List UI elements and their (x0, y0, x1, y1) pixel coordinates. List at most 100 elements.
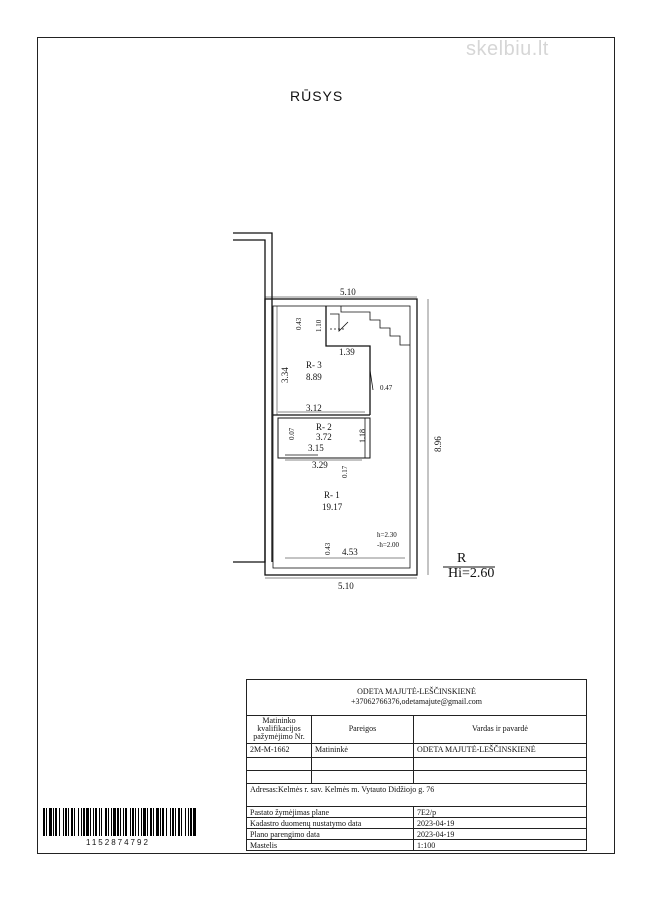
row-label: Plano parengimo data (247, 829, 414, 839)
barcode-bar (160, 808, 161, 836)
barcode-bar (95, 808, 97, 836)
dim-r2-bottom-label: 3.29 (312, 460, 328, 470)
row-label: Pastato žymėjimas plane (247, 807, 414, 817)
stairs-outline (325, 306, 371, 415)
barcode (43, 808, 196, 836)
row-value: 2023-04-19 (417, 819, 455, 828)
dim-r1-bottom-label: 4.53 (342, 547, 358, 557)
table-row: Plano parengimo data 2023-04-19 (247, 829, 586, 840)
barcode-bar (53, 808, 54, 836)
barcode-bar (166, 808, 167, 836)
drawing-frame (37, 37, 615, 854)
barcode-bar (147, 808, 148, 836)
barcode-bar (93, 808, 94, 836)
left-wall-outer (233, 232, 273, 562)
barcode-bar (71, 808, 73, 836)
barcode-bar (181, 808, 182, 836)
scale-letter: R (457, 551, 467, 566)
row-value: 1:100 (417, 841, 436, 850)
address-row: Adresas:Kelmės r. sav. Kelmės m. Vytauto… (247, 784, 586, 807)
barcode-bar (86, 808, 89, 836)
barcode-bar (138, 808, 139, 836)
dim-stair-top-label: 0.43 (295, 317, 303, 330)
barcode-bar (143, 808, 146, 836)
room-r3-code: R- 3 (306, 360, 322, 370)
row-label: Kadastro duomenų nustatymo data (247, 818, 414, 828)
watermark: skelbiu.lt (466, 38, 549, 60)
room-r2 (277, 417, 371, 459)
dim-top-label: 5.10 (340, 287, 356, 297)
barcode-bar (188, 808, 189, 836)
barcode-bar (162, 808, 164, 836)
barcode-bar (63, 808, 64, 836)
dim-r2-width-label: 3.15 (308, 443, 324, 453)
person-value: ODETA MAJUTĖ-LEŠČINSKIENĖ (417, 745, 536, 754)
barcode-bar (65, 808, 67, 836)
barcode-bar (99, 808, 100, 836)
stairs-steps (340, 306, 410, 346)
barcode-bar (68, 808, 69, 836)
barcode-bar (43, 808, 45, 836)
table-row: Kadastro duomenų nustatymo data 2023-04-… (247, 818, 586, 829)
height-note-2: -h=2.00 (377, 541, 400, 549)
barcode-bar (105, 808, 107, 836)
r3-door-mark (369, 369, 374, 391)
room-r3-area: 8.89 (306, 372, 322, 382)
dim-r1-door-label: 0.17 (341, 465, 349, 478)
room-r1-area: 19.17 (322, 502, 343, 512)
height-note-1: h=2.30 (377, 531, 397, 539)
barcode-bar (156, 808, 159, 836)
barcode-bar (172, 808, 174, 836)
barcode-bar (123, 808, 124, 836)
barcode-bar (153, 808, 154, 836)
row-value: 2023-04-19 (417, 830, 455, 839)
barcode-bar (125, 808, 127, 836)
barcode-bar (141, 808, 142, 836)
room-r2-code: R- 2 (316, 422, 332, 432)
col-cert: Matininko kvalifikacijos pažymėjimo Nr. (247, 716, 312, 743)
barcode-bar (74, 808, 75, 836)
table-header-row: Matininko kvalifikacijos pažymėjimo Nr. … (247, 716, 586, 744)
barcode-bar (111, 808, 112, 836)
col-person: Vardas ir pavardė (472, 724, 528, 733)
barcode-bar (178, 808, 180, 836)
dim-stair-height-label: 1.10 (315, 319, 323, 332)
table-row (247, 771, 586, 784)
cert-number: 2M-M-1662 (247, 744, 312, 757)
stair-arrow (330, 313, 349, 332)
dim-r2-left-label: 0.07 (288, 427, 296, 440)
barcode-bar (78, 808, 79, 836)
outer-wall (264, 298, 418, 576)
barcode-bar (193, 808, 196, 836)
scale-height: Hi=2.60 (448, 566, 495, 581)
surveyor-name: ODETA MAJUTĖ-LEŠČINSKIENĖ (357, 687, 476, 696)
barcode-bar (49, 808, 52, 836)
barcode-bar (83, 808, 85, 836)
barcode-bar (132, 808, 134, 836)
row-value: 7E2/p (417, 808, 437, 817)
barcode-bar (90, 808, 91, 836)
table-row: 2M-M-1662 Matininkė ODETA MAJUTĖ-LEŠČINS… (247, 744, 586, 758)
barcode-bar (190, 808, 192, 836)
dim-wall-label: 0.47 (380, 384, 393, 392)
address-value: Adresas:Kelmės r. sav. Kelmės m. Vytauto… (250, 785, 435, 794)
left-wall-inner (233, 239, 266, 563)
room-r2-area: 3.72 (316, 432, 332, 442)
barcode-bar (113, 808, 116, 836)
barcode-bar (150, 808, 152, 836)
barcode-bar (120, 808, 121, 836)
dim-bottom-label: 5.10 (338, 581, 354, 591)
barcode-bar (117, 808, 119, 836)
col-position: Pareigos (312, 716, 414, 743)
barcode-bar (101, 808, 102, 836)
table-row: Mastelis 1:100 (247, 840, 586, 850)
table-row: Pastato žymėjimas plane 7E2/p (247, 807, 586, 818)
inner-wall (272, 305, 411, 569)
barcode-bar (108, 808, 109, 836)
barcode-bar (170, 808, 171, 836)
dim-r3-height-label: 3.34 (280, 367, 290, 383)
barcode-bar (135, 808, 136, 836)
row-label: Mastelis (247, 840, 414, 850)
surveyor-contact: +37062766376,odetamajute@gmail.com (351, 697, 482, 706)
dim-stair-width-label: 1.39 (339, 347, 355, 357)
